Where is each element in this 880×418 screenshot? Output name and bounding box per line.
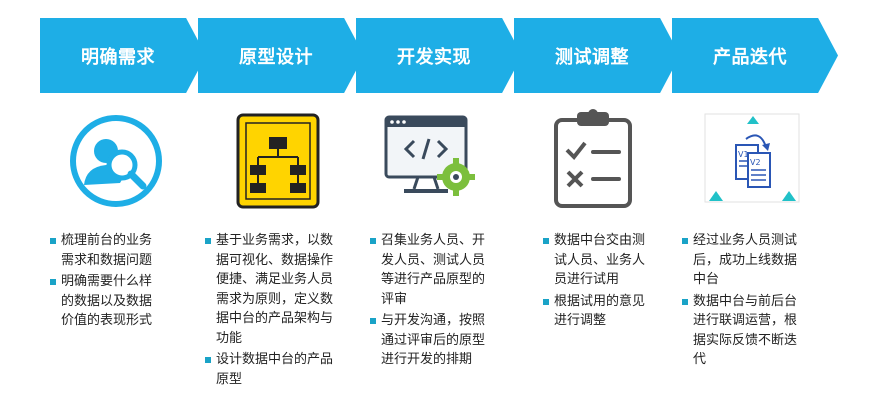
hierarchy-chart-icon <box>236 113 320 213</box>
step-2-text: 基于业务需求，以数据可视化、数据操作便捷、满足业务人员需求为原则，定义数据中台的… <box>205 231 337 391</box>
step-4-bullet-1: 数据中台交由测试人员、业务人员进行试用 <box>543 231 655 290</box>
step-2-bullet-1: 基于业务需求，以数据可视化、数据操作便捷、满足业务人员需求为原则，定义数据中台的… <box>205 231 337 348</box>
process-flow: 明确需求 原型设计 开发实现 测试调整 产品迭代 <box>0 18 880 418</box>
version-iteration-icon: V1 V2 <box>704 113 800 207</box>
step-5-text: 经过业务人员测试后，成功上线数据中台 数据中台与前后台进行联调运营，根据实际反馈… <box>682 231 800 372</box>
step-5-arrow: 产品迭代 <box>672 18 838 93</box>
v1-label: V1 <box>738 150 749 159</box>
step-3-text: 召集业务人员、开发人员、测试人员等进行产品原型的评审 与开发沟通，按照通过评审后… <box>370 231 490 372</box>
step-1-bullet-1: 梳理前台的业务需求和数据问题 <box>50 231 158 270</box>
step-4-text: 数据中台交由测试人员、业务人员进行试用 根据试用的意见进行调整 <box>543 231 655 333</box>
step-5-bullet-1: 经过业务人员测试后，成功上线数据中台 <box>682 231 800 290</box>
step-3-arrow: 开发实现 <box>356 18 522 93</box>
step-4-title: 测试调整 <box>555 46 629 68</box>
step-1-bullet-2: 明确需要什么样的数据以及数据价值的表现形式 <box>50 272 158 331</box>
step-4-arrow: 测试调整 <box>514 18 680 93</box>
step-2-title: 原型设计 <box>239 46 313 68</box>
right-triangle-icon <box>782 191 796 201</box>
clipboard-checklist-icon <box>553 108 633 212</box>
search-person-icon <box>68 113 164 213</box>
step-1-text: 梳理前台的业务需求和数据问题 明确需要什么样的数据以及数据价值的表现形式 <box>50 231 158 333</box>
step-3-title: 开发实现 <box>397 46 471 68</box>
step-4-bullet-2: 根据试用的意见进行调整 <box>543 292 655 331</box>
step-3-bullet-2: 与开发沟通，按照通过评审后的原型进行开发的排期 <box>370 311 490 370</box>
top-triangle-icon <box>747 116 759 124</box>
code-monitor-gear-icon <box>384 113 484 207</box>
step-5-title: 产品迭代 <box>713 46 787 68</box>
step-1-arrow: 明确需求 <box>40 18 206 93</box>
step-3-bullet-1: 召集业务人员、开发人员、测试人员等进行产品原型的评审 <box>370 231 490 309</box>
v2-label: V2 <box>750 158 761 167</box>
step-5-bullet-2: 数据中台与前后台进行联调运营，根据实际反馈不断迭代 <box>682 292 800 370</box>
step-2-arrow: 原型设计 <box>198 18 364 93</box>
step-2-bullet-2: 设计数据中台的产品原型 <box>205 350 337 389</box>
step-1-title: 明确需求 <box>81 46 155 68</box>
left-triangle-icon <box>709 191 723 201</box>
